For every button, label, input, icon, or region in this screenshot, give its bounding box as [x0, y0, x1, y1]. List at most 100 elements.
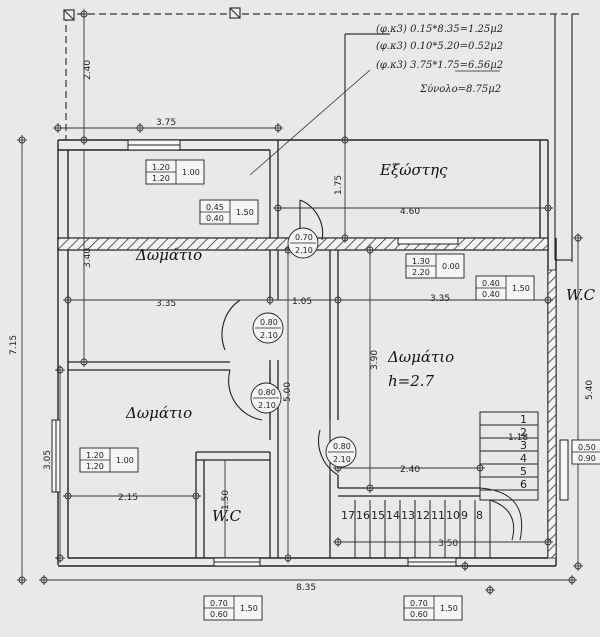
window-box-top: 1.20 — [86, 451, 104, 460]
window-info-boxes: 1.201.201.000.450.401.501.302.200.000.40… — [79, 159, 600, 621]
stair-step-number: 14 — [386, 509, 400, 522]
stair-step-number: 15 — [371, 509, 385, 522]
window-box-bottom: 1.20 — [152, 174, 170, 183]
dimension-tick — [573, 561, 583, 571]
window-info-box: 0.40 0.40 1.50 — [475, 275, 535, 301]
dimension-tick — [17, 135, 27, 145]
room-height-label: h=2.7 — [388, 372, 435, 390]
dimension-ticks — [17, 9, 583, 595]
stair-step-number: 1 — [520, 413, 527, 426]
window-box-top: 1.30 — [412, 257, 430, 266]
dimension-tick — [573, 233, 583, 243]
door-info-circle: 0.70 2.10 — [287, 227, 319, 259]
dimension-tick — [273, 123, 283, 133]
dimension-tick — [53, 123, 63, 133]
door-width: 0.70 — [295, 233, 313, 242]
stair-step-number: 12 — [416, 509, 430, 522]
door-info-circle: 0.80 2.10 — [325, 436, 357, 468]
door-width: 0.80 — [258, 388, 276, 397]
dim-5-00: 5.00 — [283, 382, 293, 402]
area-calc-line-3: (φ.κ3) 3.75*1.75=6.56μ2 — [376, 60, 503, 71]
stair-step-number: 2 — [520, 426, 527, 439]
window-box-top: 0.45 — [206, 203, 224, 212]
dimension-tick — [543, 537, 553, 547]
dimension-tick — [460, 561, 470, 571]
door-height: 2.10 — [258, 401, 276, 410]
stair-step-number: 13 — [401, 509, 415, 522]
window-info-box: 0.700.601.50 — [203, 595, 263, 621]
dimension-tick — [543, 295, 553, 305]
window-box-top: 0.40 — [482, 279, 500, 288]
window-box-bottom: 2.20 — [412, 268, 430, 277]
window-info-box: 0.700.601.50 — [403, 595, 463, 621]
dimension-tick — [283, 553, 293, 563]
door-width: 0.80 — [333, 442, 351, 451]
dimension-tick — [63, 491, 73, 501]
dimension-tick — [273, 203, 283, 213]
dim-3-35-left: 3.35 — [156, 299, 176, 309]
door-width: 0.80 — [260, 318, 278, 327]
dim-4-60: 4.60 — [400, 207, 420, 217]
roof-outline — [63, 7, 580, 262]
dim-7-15: 7.15 — [9, 335, 19, 355]
window-box-right: 1.50 — [512, 284, 530, 293]
dimension-tick — [265, 295, 275, 305]
dimension-tick — [191, 491, 201, 501]
door-info-circles: 0.702.100.802.100.802.100.802.10 — [250, 227, 357, 468]
stair-step-number: 8 — [476, 509, 483, 522]
room-label-left: Δωμάτιο — [125, 404, 192, 422]
stair-step-number: 5 — [520, 465, 527, 478]
dimension-tick — [365, 245, 375, 255]
dim-8-35: 8.35 — [296, 583, 316, 593]
stair-step-number: 10 — [446, 509, 460, 522]
staircase — [354, 411, 539, 558]
window-info-box: 1.30 2.20 0.00 — [405, 253, 465, 279]
dimension-tick — [55, 553, 65, 563]
window-box-right: 1.50 — [236, 208, 254, 217]
dimension-tick — [39, 575, 49, 585]
dimension-tick — [365, 483, 375, 493]
room-label-top: Δωμάτιο — [135, 246, 202, 264]
window-box-bottom: 0.60 — [410, 610, 428, 619]
dim-3-90: 3.90 — [370, 350, 380, 370]
window-box-bottom: 0.40 — [482, 290, 500, 299]
area-calc-line-2: (φ.κ3) 0.10*5.20=0.52μ2 — [376, 41, 503, 52]
dimension-tick — [55, 365, 65, 375]
dimension-tick — [543, 203, 553, 213]
door-height: 2.10 — [333, 455, 351, 464]
stair-label-1-18: 1.18 — [508, 433, 528, 443]
dim-2-40-stair: 2.40 — [400, 465, 420, 475]
dim-3-75: 3.75 — [156, 118, 176, 128]
window-info-box: 1.201.201.00 — [79, 447, 139, 473]
dimension-tick — [333, 537, 343, 547]
dimension-lines — [21, 14, 579, 581]
dimension-tick — [135, 123, 145, 133]
room-labels: Εξώστης Δωμάτιο Δωμάτιο Δωμάτιο h=2.7 W.… — [125, 161, 596, 525]
dim-1-05: 1.05 — [292, 297, 312, 307]
dimension-tick — [340, 233, 350, 243]
window-box-right: 1.50 — [440, 604, 458, 613]
stair-step-number: 9 — [461, 509, 468, 522]
window-box-top: 0.70 — [210, 599, 228, 608]
right-wall-hatch — [547, 269, 557, 559]
window-box-bottom: 1.20 — [86, 462, 104, 471]
window-box-right: 0.00 — [442, 262, 460, 271]
dim-3-35-right: 3.35 — [430, 294, 450, 304]
area-calculation: (φ.κ3) 0.15*8.35=1.25μ2 (φ.κ3) 0.10*5.20… — [376, 24, 503, 95]
stair-step-number: 6 — [520, 478, 527, 491]
area-calc-total: Σύνολο=8.75μ2 — [419, 84, 501, 95]
dimension-tick — [79, 135, 89, 145]
stair-step-number: 16 — [356, 509, 370, 522]
window-box-bottom: 0.90 — [578, 454, 596, 463]
dim-3-50: 3.50 — [438, 539, 458, 549]
stair-step-number: 4 — [520, 452, 527, 465]
dimension-tick — [79, 9, 89, 19]
dim-5-40: 5.40 — [585, 380, 595, 400]
door-height: 2.10 — [295, 246, 313, 255]
window-info-box: 0.500.90 — [571, 439, 600, 465]
dim-1-50: 1.50 — [221, 490, 231, 510]
window-box-bottom: 0.60 — [210, 610, 228, 619]
dimension-tick — [63, 295, 73, 305]
